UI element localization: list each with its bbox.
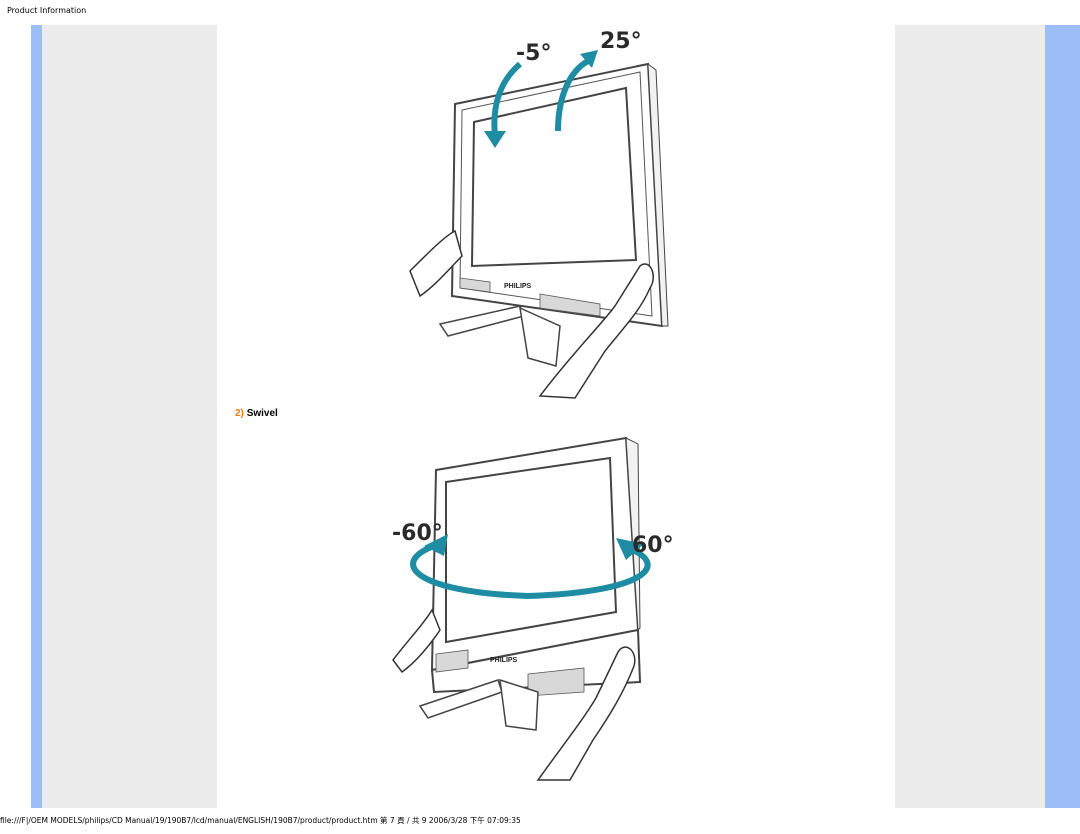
swivel-right-arrowhead — [616, 538, 644, 560]
left-sidebar — [42, 25, 217, 808]
swivel-brand-logo: PHILIPS — [490, 657, 518, 664]
tilt-down-arrow — [491, 61, 523, 137]
right-accent-bar — [1045, 25, 1080, 808]
swivel-minus-label: -60° — [392, 521, 443, 546]
tilt-up-arrow — [555, 58, 590, 132]
section-title: Swivel — [246, 408, 278, 419]
swivel-illustration: PHILIPS -60° 60° — [388, 430, 678, 782]
swivel-left-arrowhead — [424, 534, 448, 556]
page-header-title: Product Information — [7, 6, 87, 15]
left-accent-bar — [31, 25, 42, 808]
right-sidebar — [895, 25, 1045, 808]
swivel-plus-label: 60° — [632, 533, 674, 558]
section-number: 2) — [235, 408, 244, 419]
tilt-plus-label: 25° — [600, 29, 642, 54]
tilt-brand-logo: PHILIPS — [504, 283, 532, 290]
tilt-minus-label: -5° — [516, 41, 551, 66]
footer-file-path: file:///F|/OEM MODELS/philips/CD Manual/… — [0, 816, 521, 825]
swivel-arc-arrow — [410, 541, 651, 600]
section-heading: 2) Swivel — [235, 408, 278, 419]
tilt-up-arrowhead — [580, 50, 598, 68]
tilt-down-arrowhead — [484, 131, 506, 148]
tilt-illustration: PHILIPS -5° 25° — [400, 26, 680, 401]
